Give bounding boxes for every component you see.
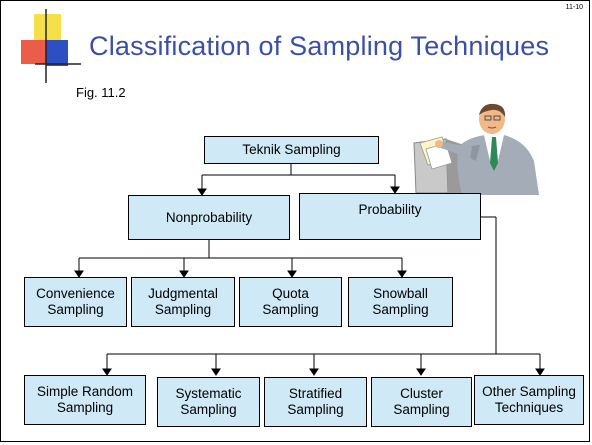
node-quota-label: Quota Sampling: [262, 286, 319, 317]
node-probability: Probability: [299, 193, 481, 240]
slide-logo-squares-icon: [21, 9, 81, 83]
node-simple-random: Simple Random Sampling: [24, 375, 146, 425]
node-convenience-label: Convenience Sampling: [36, 286, 115, 317]
node-convenience: Convenience Sampling: [24, 277, 127, 327]
node-root: Teknik Sampling: [204, 136, 379, 164]
node-systematic: Systematic Sampling: [157, 377, 260, 427]
node-other-sampling: Other Sampling Techniques: [474, 375, 584, 425]
node-root-label: Teknik Sampling: [242, 142, 341, 158]
businessman-at-desk-clipart-icon: [413, 103, 539, 195]
node-systematic-label: Systematic Sampling: [175, 386, 242, 417]
node-nonprobability: Nonprobability: [128, 195, 290, 240]
node-simple-random-label: Simple Random Sampling: [36, 384, 134, 415]
node-judgmental: Judgmental Sampling: [131, 277, 235, 327]
node-other-sampling-label: Other Sampling Techniques: [482, 384, 576, 415]
node-cluster-label: Cluster Sampling: [393, 386, 450, 417]
node-nonprobability-label: Nonprobability: [165, 209, 253, 225]
node-stratified: Stratified Sampling: [264, 377, 367, 427]
slide-title: Classification of Sampling Techniques: [89, 31, 550, 61]
node-quota: Quota Sampling: [239, 277, 342, 327]
figure-label: Fig. 11.2: [76, 85, 126, 100]
node-snowball-label: Snowball Sampling: [372, 286, 429, 317]
node-probability-label: Probability: [358, 202, 422, 217]
node-judgmental-label: Judgmental Sampling: [148, 286, 218, 317]
node-stratified-label: Stratified Sampling: [287, 386, 344, 417]
node-snowball: Snowball Sampling: [348, 277, 453, 327]
slide-number: 11-10: [565, 4, 583, 11]
node-cluster: Cluster Sampling: [371, 377, 472, 427]
